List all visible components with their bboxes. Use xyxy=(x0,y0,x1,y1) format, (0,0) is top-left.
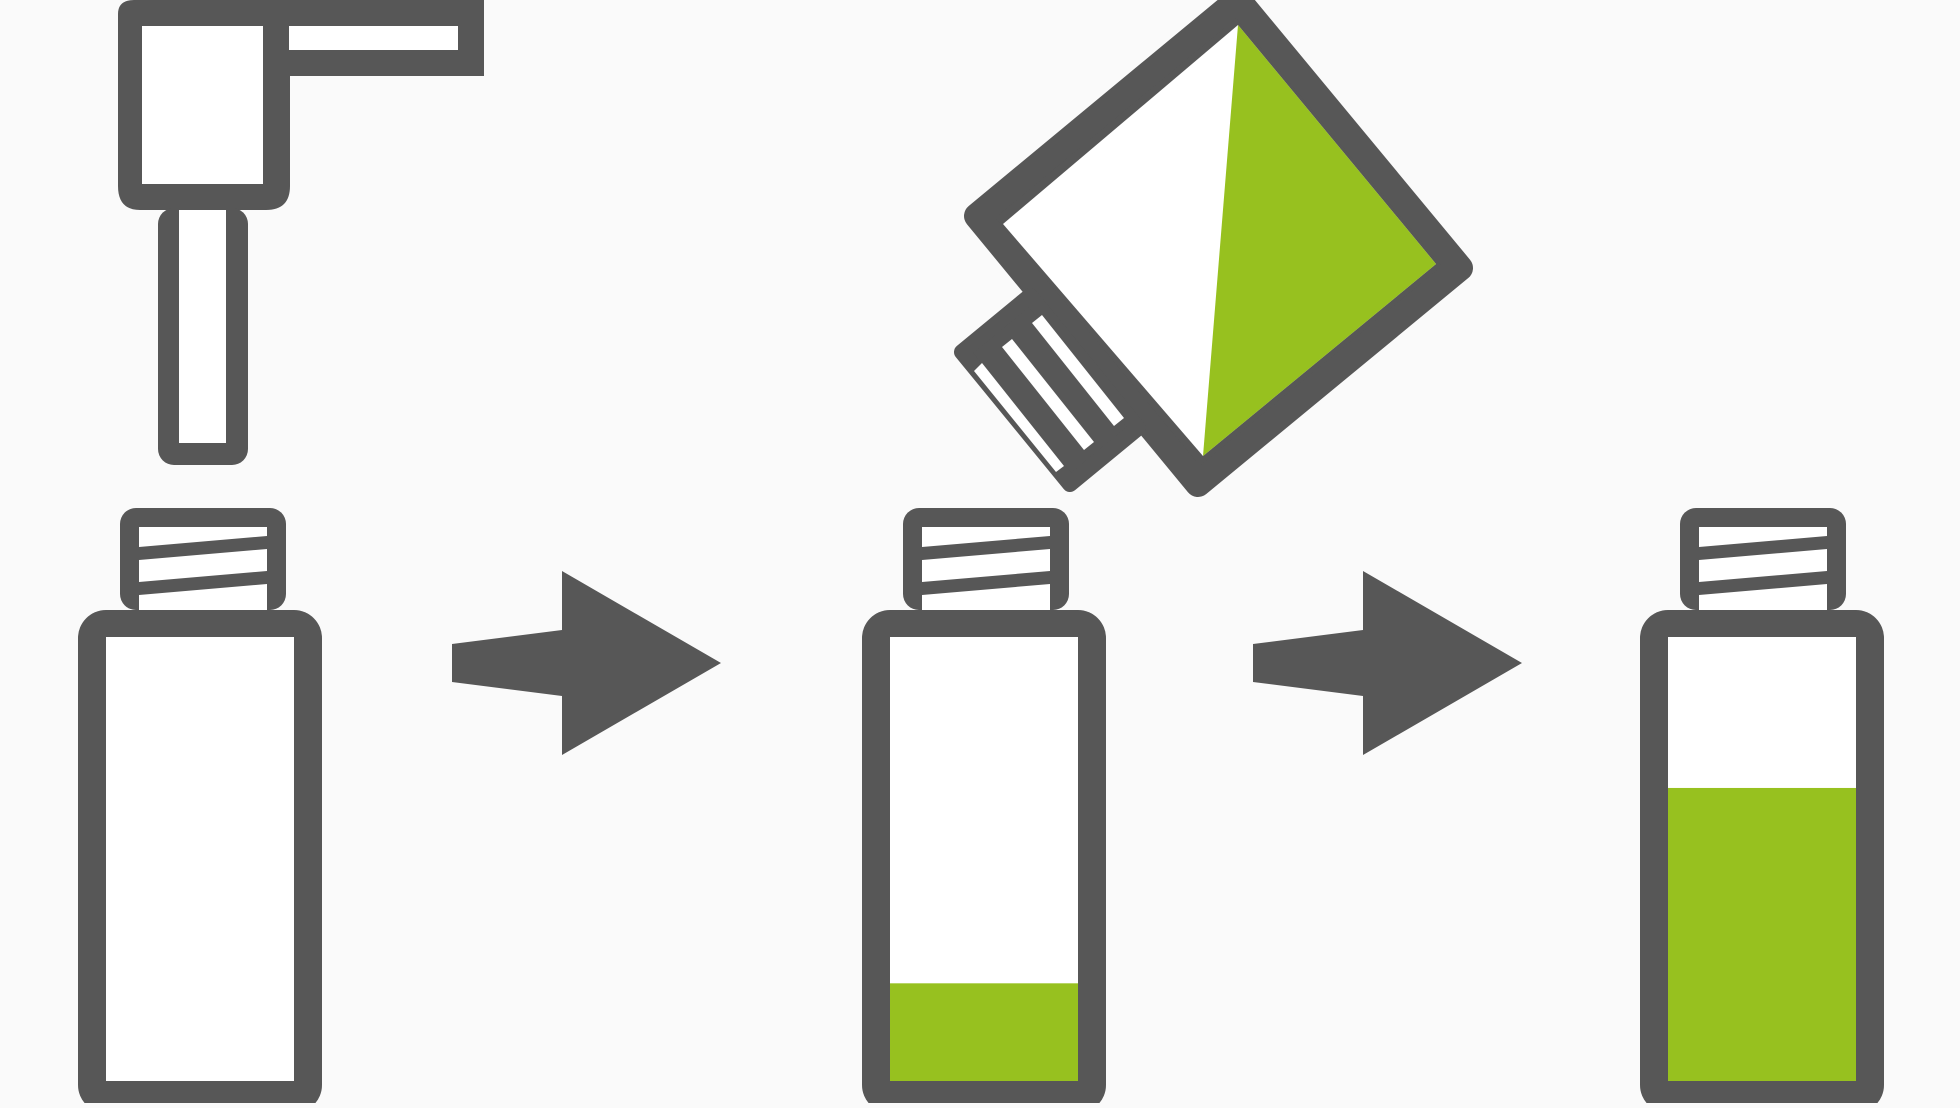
bottle-neck xyxy=(1680,508,1846,610)
refill-pouch-icon xyxy=(954,0,1473,497)
pump-icon xyxy=(118,0,484,465)
bottle-body xyxy=(78,610,322,1108)
arrow-right-icon xyxy=(452,571,721,755)
bottle-body xyxy=(1640,610,1884,1108)
step-1-empty-bottle xyxy=(78,0,484,1108)
bottle-body xyxy=(862,610,1106,1108)
step-3-filled-bottle xyxy=(1640,508,1884,1108)
pouch-liquid xyxy=(1203,25,1436,456)
bottle-neck xyxy=(903,508,1069,610)
liquid-fill xyxy=(890,983,1078,1081)
bottle-interior xyxy=(106,637,294,1081)
bottle-neck xyxy=(120,508,286,610)
step-2-refilling-bottle xyxy=(862,0,1473,1108)
arrow-right-icon xyxy=(1253,571,1522,755)
liquid-fill xyxy=(1668,787,1856,1081)
